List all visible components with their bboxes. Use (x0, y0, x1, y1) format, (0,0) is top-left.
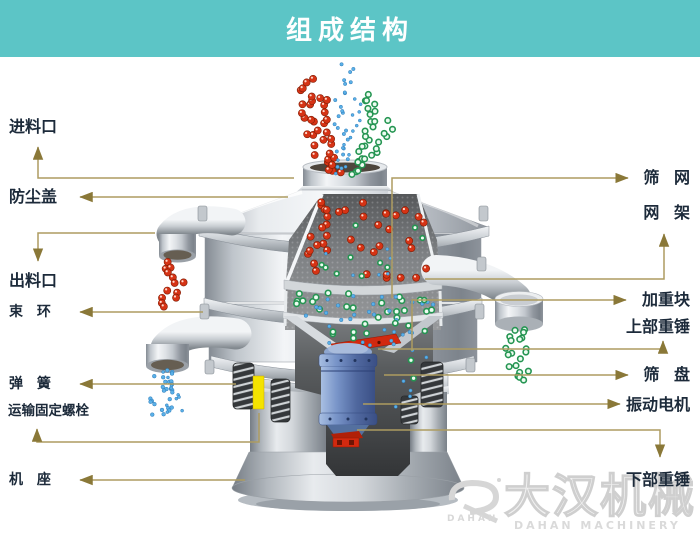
label-lower-weight: 下部重锤 (625, 470, 690, 489)
middle-discharge-spout (146, 316, 252, 373)
label-weight-block: 加重块 (641, 290, 690, 309)
watermark-cn: 大汉机械 (503, 469, 696, 523)
label-spring: 弹 簧 (9, 376, 51, 392)
label-transport-fixing-bolt: 运输固定螺栓 (8, 403, 89, 419)
screen-mesh-part (283, 279, 443, 296)
leader-discharge-outlet (32, 232, 155, 262)
label-vibration-motor: 振动电机 (625, 395, 690, 414)
label-screen-mesh: 筛 网 (643, 168, 690, 187)
rim-clamp-bolts (197, 205, 489, 375)
watermark-en: DAHAN MACHINERY (514, 519, 681, 532)
leader-upper-weight (378, 340, 669, 354)
watermark-logo-icon (448, 478, 501, 524)
label-feed-inlet: 进料口 (9, 117, 58, 136)
leader-lines (31, 146, 670, 486)
label-mesh-frame: 网 架 (643, 203, 690, 222)
leader-transport-bolt (31, 413, 260, 443)
header-bar: 组成结构 (0, 0, 700, 57)
machine-illustration (146, 62, 544, 511)
leader-lower-weight (357, 429, 666, 458)
label-sieve-pan: 筛 盘 (643, 365, 690, 384)
material-particles (148, 62, 532, 417)
spring-parts (232, 361, 444, 425)
leader-feed-inlet (32, 146, 294, 179)
right-discharge-spout (421, 255, 544, 332)
label-discharge-outlet: 出料口 (9, 271, 58, 290)
label-upper-weight: 上部重锤 (625, 317, 690, 336)
transport-fixing-bolt-part (252, 375, 265, 410)
label-clamp-ring: 束 环 (9, 304, 51, 320)
vibration-motor-part (318, 343, 378, 436)
leader-screen-mesh (391, 172, 629, 298)
watermark-logo-text: DAHAN (447, 514, 499, 524)
leader-weight-block (411, 294, 627, 351)
lower-weight-part (331, 431, 363, 448)
label-machine-base: 机 座 (9, 472, 51, 488)
page-title: 组成结构 (285, 16, 414, 46)
leader-mesh-frame (425, 233, 670, 280)
label-dust-cover: 防尘盖 (9, 187, 58, 206)
